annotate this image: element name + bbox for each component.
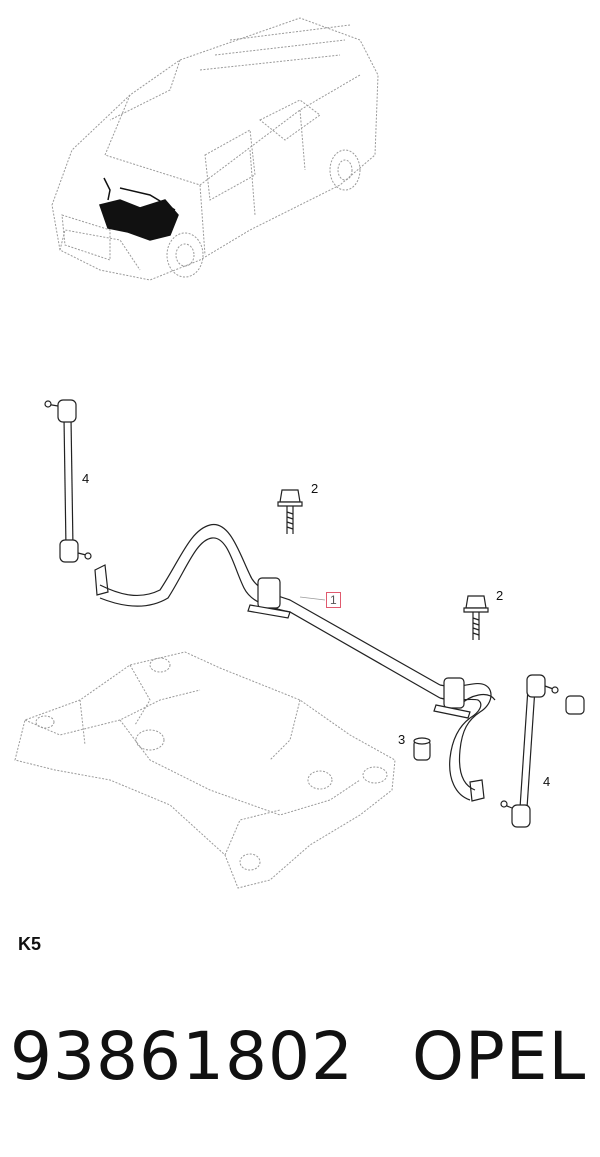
part-number: 93861802 [10,1018,354,1095]
section-code: K5 [18,934,42,954]
front-subframe-crossmember [14,651,396,889]
callout-link-left: 4 [82,471,90,486]
rubber-bushing [413,737,431,761]
van-overview-illustration [51,17,379,281]
stabilizer-bar [94,524,496,802]
callout-stabilizer-bar: 1 [326,592,341,608]
brand-name: OPEL [412,1018,587,1095]
bar-bushings [247,577,471,719]
stabilizer-link-left [44,399,92,563]
leader-lines [299,596,326,601]
callout-link-right: 4 [543,774,551,789]
bolt-lower [463,595,489,640]
bolt-upper [277,489,303,534]
callout-bolt-upper: 2 [311,481,319,496]
callout-bolt-lower: 2 [496,588,504,603]
van-highlighted-subframe [99,177,179,241]
callout-bushing: 3 [398,732,406,747]
stabilizer-link-right [500,674,585,828]
